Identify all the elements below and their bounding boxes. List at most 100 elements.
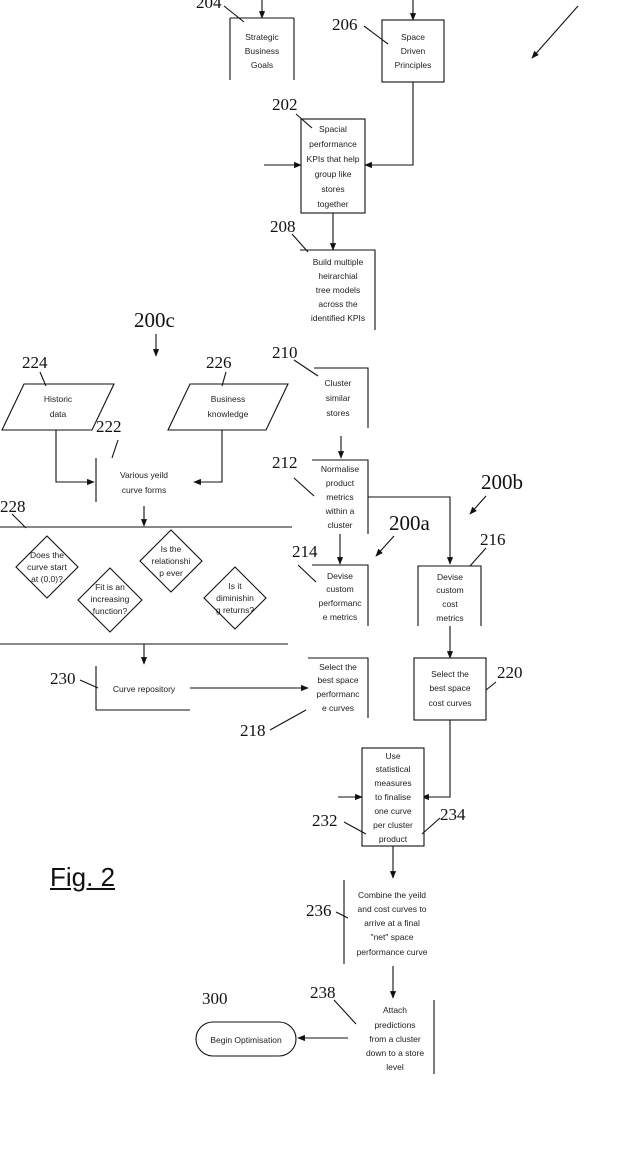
connector-206-202 xyxy=(365,82,413,165)
box-232-line: one curve xyxy=(374,806,412,816)
box-210-line: Cluster xyxy=(325,378,352,388)
leader-228 xyxy=(12,514,26,528)
box-custom-performance-metrics: Devise custom performanc e metrics xyxy=(312,565,368,626)
diamond-4-line: Is it xyxy=(228,581,242,591)
box-218-line: e curves xyxy=(322,703,354,713)
diamond-1-line: at (0,0)? xyxy=(31,574,63,584)
box-212-line: cluster xyxy=(327,520,352,530)
ref-222: 222 xyxy=(96,417,122,436)
ref-238: 238 xyxy=(310,983,336,1002)
box-232-line: measures xyxy=(374,778,411,788)
box-216-line: metrics xyxy=(436,613,463,623)
box-216-line: custom xyxy=(436,585,463,595)
box-210-line: stores xyxy=(326,408,349,418)
diamond-3-line: function? xyxy=(93,606,128,616)
label-200c: 200c xyxy=(134,308,175,332)
box-curve-repository: Curve repository xyxy=(96,666,190,710)
box-224-line: Historic xyxy=(44,394,73,404)
leader-216 xyxy=(470,548,486,566)
label-200a: 200a xyxy=(389,511,431,535)
box-220-line: Select the xyxy=(431,669,469,679)
box-204-line: Business xyxy=(245,46,280,56)
box-206-line: Principles xyxy=(395,60,432,70)
box-best-space-cost-curves: Select the best space cost curves xyxy=(414,658,486,720)
leader-212 xyxy=(294,478,314,496)
box-238-line: predictions xyxy=(374,1020,415,1030)
ref-230: 230 xyxy=(50,669,76,688)
box-216-line: cost xyxy=(442,599,458,609)
ref-220: 220 xyxy=(497,663,523,682)
box-attach-predictions: Attach predictions from a cluster down t… xyxy=(366,1000,434,1074)
ref-228: 228 xyxy=(0,497,26,516)
leader-236 xyxy=(336,912,348,918)
box-208-line: identified KPIs xyxy=(311,313,365,323)
diamond-4-line: diminishin xyxy=(216,593,254,603)
box-300-label: Begin Optimisation xyxy=(210,1035,282,1045)
ref-234: 234 xyxy=(440,805,466,824)
box-218-line: best space xyxy=(317,675,358,685)
box-214-line: custom xyxy=(326,584,353,594)
diamond-3-line: Fit is an xyxy=(95,582,125,592)
box-236-line: "net" space xyxy=(371,932,414,942)
ref-212: 212 xyxy=(272,453,298,472)
box-build-tree-models: Build multiple heirarchial tree models a… xyxy=(300,250,375,330)
box-208-line: Build multiple xyxy=(313,257,364,267)
box-206-line: Space xyxy=(401,32,425,42)
label-200b: 200b xyxy=(481,470,523,494)
ref-226: 226 xyxy=(206,353,232,372)
leader-230 xyxy=(80,680,98,688)
box-222-line: Various yeild xyxy=(120,470,168,480)
diamond-3-line: increasing xyxy=(91,594,130,604)
arrow-200b xyxy=(470,496,486,514)
diamond-1-line: Does the xyxy=(30,550,64,560)
leader-214 xyxy=(298,565,316,582)
leader-218 xyxy=(270,710,306,730)
box-208-line: heirarchial xyxy=(318,271,357,281)
box-212-line: product xyxy=(326,478,355,488)
box-214-line: e metrics xyxy=(323,612,357,622)
ref-204: 204 xyxy=(196,0,222,12)
box-210-line: similar xyxy=(326,393,351,403)
leader-220 xyxy=(486,682,496,690)
decision-increasing-function: Fit is an increasing function? xyxy=(78,568,142,632)
diamond-2-line: relationshi xyxy=(152,556,191,566)
box-214-line: performanc xyxy=(319,598,363,608)
ref-214: 214 xyxy=(292,542,318,561)
decision-relationship: Is the relationshi p ever xyxy=(140,530,202,592)
leader-204 xyxy=(224,6,244,22)
connector-224-222 xyxy=(56,430,94,482)
terminator-begin-optimisation: Begin Optimisation xyxy=(196,1022,296,1056)
box-202-line: Spacial xyxy=(319,124,347,134)
ref-208: 208 xyxy=(270,217,296,236)
ref-236: 236 xyxy=(306,901,332,920)
box-218-line: performanc xyxy=(317,689,361,699)
box-218-line: Select the xyxy=(319,662,357,672)
box-spacial-kpis: Spacial performance KPIs that help group… xyxy=(301,119,365,213)
box-230-line: Curve repository xyxy=(113,684,176,694)
box-normalise-metrics: Normalise product metrics within a clust… xyxy=(312,460,368,534)
box-238-line: from a cluster xyxy=(369,1034,421,1044)
box-212-line: within a xyxy=(325,506,355,516)
box-202-line: together xyxy=(317,199,348,209)
ref-202: 202 xyxy=(272,95,298,114)
box-232-line: statistical xyxy=(376,764,411,774)
pointer-arrow xyxy=(532,6,578,58)
ref-210: 210 xyxy=(272,343,298,362)
box-236-line: and cost curves to xyxy=(358,904,427,914)
box-232-line: to finalise xyxy=(375,792,411,802)
diamond-4-line: g returns? xyxy=(216,605,255,615)
decision-starts-at-origin: Does the curve start at (0,0)? xyxy=(16,536,78,598)
input-business-knowledge: Business knowledge xyxy=(168,384,288,430)
diamond-1-line: curve start xyxy=(27,562,67,572)
box-208-line: tree models xyxy=(316,285,360,295)
box-202-line: performance xyxy=(309,139,357,149)
box-custom-cost-metrics: Devise custom cost metrics xyxy=(418,566,481,626)
box-various-yield-curve-forms: Various yeild curve forms xyxy=(96,458,168,502)
box-204-line: Strategic xyxy=(245,32,279,42)
box-202-line: KPIs that help xyxy=(307,154,360,164)
box-208-line: across the xyxy=(318,299,357,309)
box-232-line: per cluster xyxy=(373,820,413,830)
box-202-line: stores xyxy=(321,184,344,194)
box-220-line: best space xyxy=(429,683,470,693)
